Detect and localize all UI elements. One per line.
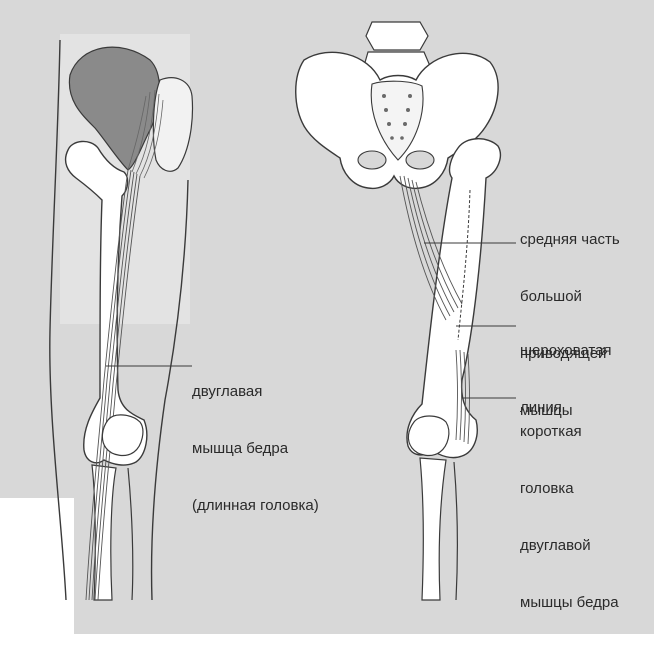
right-knee (408, 416, 449, 455)
obturator-right (406, 151, 434, 169)
label-line: мышцы бедра (520, 593, 619, 612)
label-biceps-short-head: короткая головка двуглавой мышцы бедра (520, 384, 619, 650)
label-line: двуглавой (520, 536, 619, 555)
lumbar-vertebrae (366, 22, 428, 50)
obturator-left (358, 151, 386, 169)
label-line: средняя часть (520, 230, 620, 249)
label-line: головка (520, 479, 619, 498)
label-line: мышца бедра (192, 439, 319, 458)
page-gap (0, 498, 74, 640)
label-line: двуглавая (192, 382, 319, 401)
label-line: короткая (520, 422, 619, 441)
label-line: шероховатая (520, 341, 612, 360)
left-knee (102, 415, 143, 456)
label-line: (длинная головка) (192, 496, 319, 515)
label-biceps-long-head: двуглавая мышца бедра (длинная головка) (192, 344, 319, 553)
